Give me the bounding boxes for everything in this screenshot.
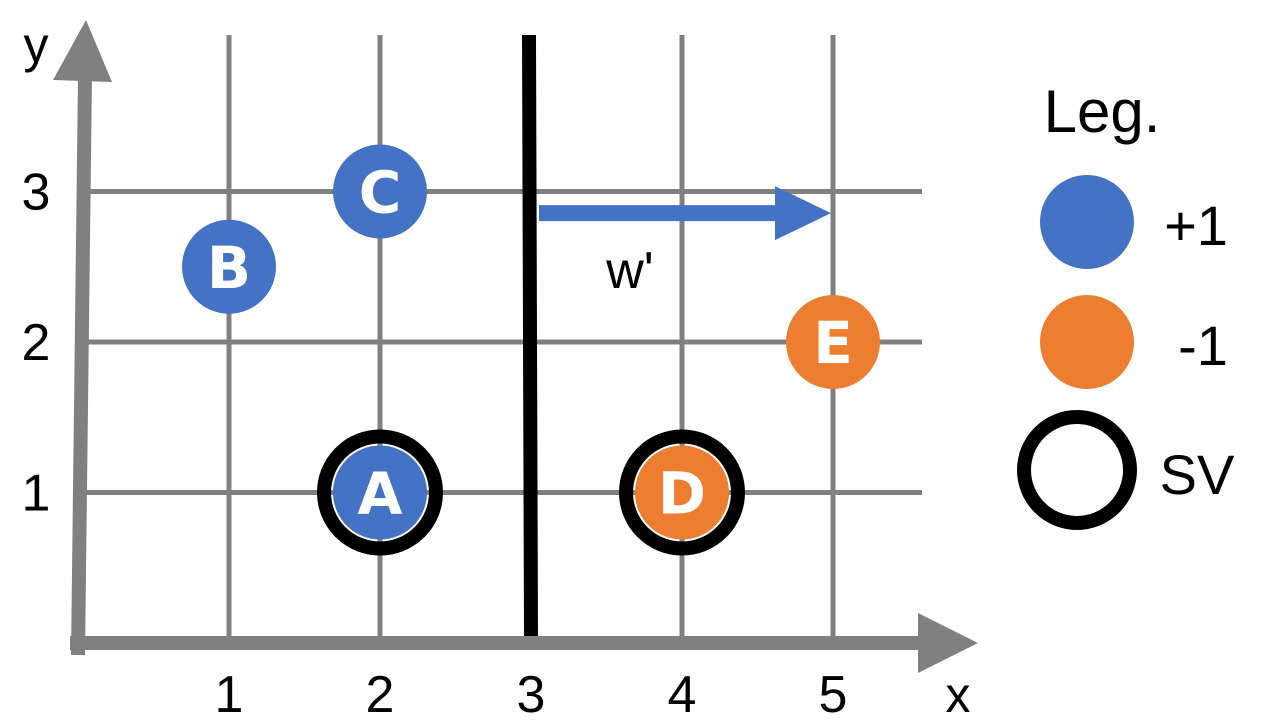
point-e [786,295,880,389]
point-d [635,445,729,540]
legend-title: Leg. [1044,78,1161,145]
point-b [182,219,276,314]
point-label-b: B [207,234,251,302]
data-points: A B C D E [182,144,880,556]
x-tick-label: 2 [366,666,395,720]
x-tick-label: 5 [819,666,848,720]
x-tick-label: 3 [517,666,546,720]
point-label-e: E [813,309,853,377]
tick-labels: 1 2 3 4 5 1 2 3 [22,164,848,720]
legend: Leg. +1 -1 SV [1017,78,1235,530]
y-axis-arrowhead [53,20,112,82]
point-label-d: D [658,460,706,528]
y-tick-label: 1 [22,465,51,523]
x-axis-label: x [946,667,971,720]
point-label-a: A [358,460,403,528]
x-tick-label: 1 [215,666,244,720]
legend-blue-dot-icon [1040,175,1134,269]
axes: x y [24,17,978,720]
w-vector: w' [539,186,831,300]
legend-label-positive: +1 [1164,194,1228,257]
legend-label-negative: -1 [1178,314,1228,377]
legend-orange-dot-icon [1040,295,1134,389]
decision-boundary [522,34,538,637]
point-c [333,144,427,239]
w-vector-label: w' [605,242,653,300]
y-tick-label: 2 [22,314,51,372]
y-axis-label: y [24,17,49,73]
x-tick-label: 4 [668,666,697,720]
y-axis [71,74,92,656]
legend-black-ring-icon [1017,410,1137,530]
legend-label-sv: SV [1160,443,1235,506]
support-vector-ring-a [317,429,443,556]
y-tick-label: 3 [22,164,51,222]
point-label-c: C [359,159,402,227]
support-vector-ring-d [619,429,745,556]
point-a [333,445,427,540]
x-axis-arrowhead [918,613,978,673]
w-vector-arrowhead [775,186,831,241]
